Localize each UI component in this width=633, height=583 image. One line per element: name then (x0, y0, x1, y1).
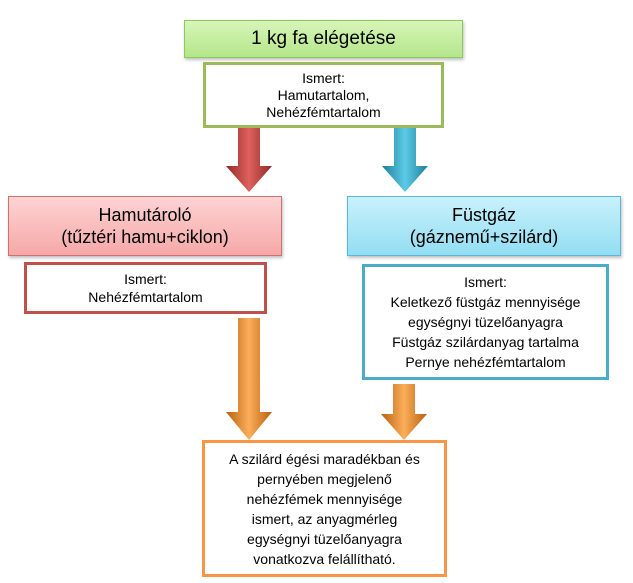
arrow-to-ash-collector (226, 128, 272, 192)
flue-gas-subtitle: (gáznemű+szilárd) (409, 227, 559, 247)
known-properties-box: Ismert: Hamutartalom, Nehézfémtartalom (203, 62, 444, 128)
known-ash-line-1: Ismert: (124, 271, 167, 287)
known-gas-line-4: Füstgáz szilárdanyag tartalma (392, 334, 579, 350)
ash-collector-box: Hamutároló (tűztéri hamu+ciklon) (8, 196, 282, 256)
known-top-line-2: Hamutartalom, (277, 86, 370, 103)
known-ash-line-2: Nehézfémtartalom (88, 289, 203, 305)
known-gas-line-2: Keletkező füstgáz mennyisége (390, 294, 581, 310)
result-line-1: A szilárd égési maradékban és (229, 450, 420, 467)
result-line-3: nehézfémek mennyisége (246, 490, 403, 507)
known-top-line-3: Nehézfémtartalom (266, 103, 381, 120)
arrow-to-flue-gas (382, 128, 428, 192)
result-box: A szilárd égési maradékban és pernyében … (202, 440, 447, 577)
arrow-from-ash-to-result (226, 318, 272, 440)
ash-collector-subtitle: (tűztéri hamu+ciklon) (61, 227, 229, 247)
flue-gas-box: Füstgáz (gáznemű+szilárd) (347, 196, 621, 256)
known-ash-box: Ismert: Nehézfémtartalom (24, 262, 267, 314)
ash-collector-title: Hamutároló (98, 205, 192, 225)
result-line-2: pernyében megjelenő (257, 470, 392, 487)
known-gas-box: Ismert: Keletkező füstgáz mennyisége egy… (362, 264, 609, 380)
result-line-5: egységnyi tüzelőanyagra (247, 530, 402, 547)
known-gas-line-1: Ismert: (464, 274, 507, 290)
arrow-from-gas-to-result (381, 384, 427, 440)
known-top-line-1: Ismert: (302, 69, 345, 86)
result-line-4: ismert, az anyagmérleg (251, 510, 398, 527)
result-line-6: vonatkozva felállítható. (253, 550, 396, 567)
diagram-title: 1 kg fa elégetése (184, 20, 463, 58)
title-text: 1 kg fa elégetése (251, 28, 396, 49)
known-gas-line-5: Pernye nehézfémtartalom (405, 354, 566, 370)
flue-gas-title: Füstgáz (451, 205, 517, 225)
known-gas-line-3: egységnyi tüzelőanyagra (408, 314, 563, 330)
